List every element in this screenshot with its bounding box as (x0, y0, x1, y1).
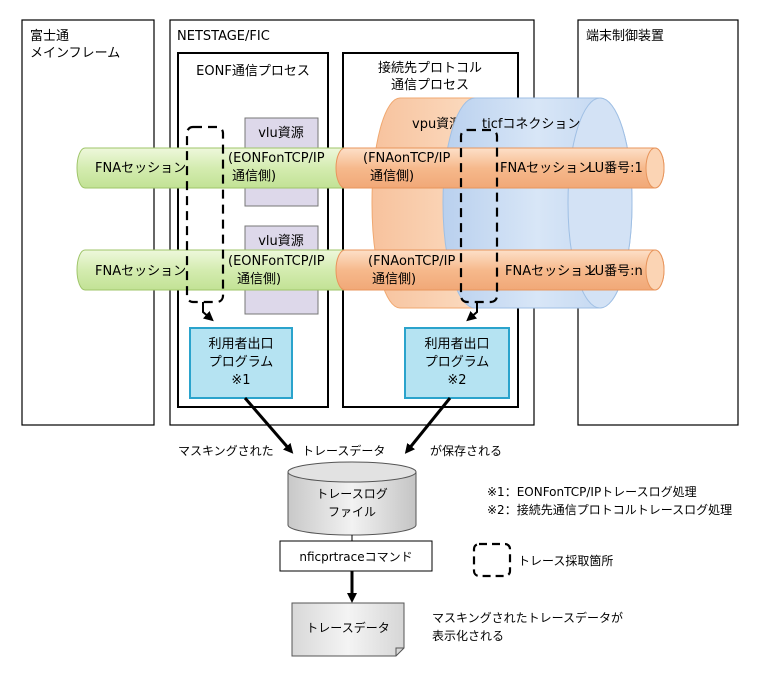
command-box: nficprtraceコマンド (279, 540, 433, 572)
masked-label-b: トレースデータ (302, 443, 385, 458)
session-tube-1 (76, 147, 665, 189)
eonf-side-label-2-line2: 通信側) (237, 272, 281, 287)
conn-process-label-line2: 通信プロセス (391, 78, 469, 93)
trace-arrow-2 (466, 302, 478, 322)
save-arrow-2 (404, 397, 452, 454)
svg-text:プログラム: プログラム (425, 355, 490, 370)
trace-point-box-1 (185, 125, 225, 304)
masked-label-a: マスキングされた (178, 444, 274, 458)
trace-log-file-cylinder: トレースログ ファイル (287, 461, 417, 536)
eonf-side-label-1-line1: (EONFonTCP/IP (228, 151, 325, 166)
exit-program-2: 利用者出口 プログラム ※2 (404, 327, 510, 399)
display-note-line1: マスキングされたトレースデータが (432, 610, 623, 625)
svg-text:利用者出口: 利用者出口 (208, 337, 273, 352)
legend-label: トレース採取箇所 (518, 554, 613, 568)
svg-text:トレースデータ: トレースデータ (306, 620, 389, 635)
note-1: ※1：EONFonTCP/IPトレースログ処理 (487, 485, 697, 499)
svg-text:利用者出口: 利用者出口 (424, 337, 489, 352)
legend-dashed-icon (472, 542, 512, 578)
lu-number-n-label: LU番号:n (588, 264, 643, 279)
fna-side-label-1-line2: 通信側) (370, 169, 414, 184)
eonf-process-label: EONF通信プロセス (196, 64, 310, 79)
svg-text:ファイル: ファイル (328, 505, 376, 519)
trace-point-box-2 (459, 128, 499, 304)
mainframe-box: 富士通 メインフレーム (21, 19, 155, 426)
fna-side-label-1-line1: (FNAonTCP/IP (363, 151, 450, 166)
lu-number-1-label: LU番号:1 (588, 161, 643, 176)
session-tube-2 (76, 249, 665, 291)
svg-text:nficprtraceコマンド: nficprtraceコマンド (299, 550, 412, 564)
trace-data-document: トレースデータ (291, 602, 405, 657)
note-2: ※2：接続先通信プロトコルトレースログ処理 (487, 502, 732, 517)
ticf-label: ticfコネクション (482, 117, 580, 132)
fna-session-label-2b: FNAセッション (505, 264, 596, 279)
masked-label-c: が保存される (430, 443, 502, 458)
svg-text:トレースログ: トレースログ (316, 487, 387, 501)
netstage-label: NETSTAGE/FIC (177, 29, 270, 44)
terminal-label: 端末制御装置 (586, 29, 664, 44)
svg-text:※1: ※1 (231, 373, 250, 388)
svg-text:vlu資源: vlu資源 (258, 126, 304, 141)
display-note-line2: 表示化される (432, 629, 504, 643)
fna-session-label-2a: FNAセッション (95, 264, 186, 279)
vpu-label: vpu資源 (412, 117, 462, 132)
conn-process-label-line1: 接続先プロトコル (378, 60, 482, 76)
svg-text:vlu資源: vlu資源 (258, 234, 304, 249)
trace-arrow-1 (202, 302, 214, 322)
eonf-side-label-2-line1: (EONFonTCP/IP (228, 254, 325, 269)
fna-side-label-2-line2: 通信側) (372, 272, 416, 287)
mainframe-label-line1: 富士通 (30, 28, 69, 44)
svg-text:※2: ※2 (447, 373, 466, 388)
svg-text:プログラム: プログラム (209, 355, 274, 370)
exit-program-1: 利用者出口 プログラム ※1 (189, 327, 293, 399)
fna-side-label-2-line1: (FNAonTCP/IP (368, 254, 455, 269)
eonf-side-label-1-line2: 通信側) (232, 169, 276, 184)
mainframe-label-line2: メインフレーム (30, 46, 120, 61)
save-arrow-1 (243, 397, 294, 454)
fna-session-label-1a: FNAセッション (95, 161, 186, 176)
fna-session-label-1b: FNAセッション (500, 161, 591, 176)
